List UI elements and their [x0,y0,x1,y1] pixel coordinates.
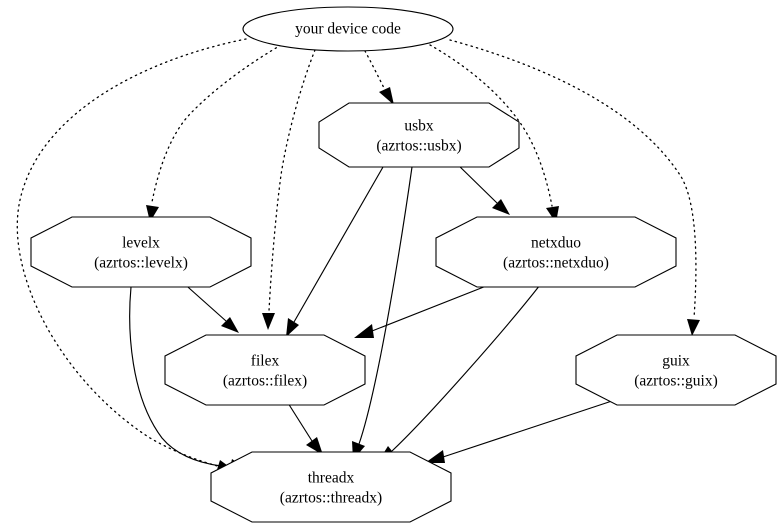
node-device-code-label: your device code [295,21,401,38]
node-threadx-label-line2: (azrtos::threadx) [280,490,382,507]
node-filex-label-line1: filex [251,353,280,370]
node-usbx-label-line2: (azrtos::usbx) [376,138,461,155]
edge-device-usbx[interactable] [364,50,394,105]
node-usbx-shape [318,102,520,168]
node-filex-shape [164,334,366,406]
node-usbx-label-line1: usbx [404,118,434,135]
edge-usbx-threadx[interactable] [352,166,413,460]
edge-usbx-filex[interactable] [286,166,384,337]
node-threadx[interactable]: threadx (azrtos::threadx) [210,451,452,523]
node-threadx-label-line1: threadx [308,470,355,487]
edge-device-levelx[interactable] [146,44,282,222]
edge-device-guix[interactable] [449,39,700,336]
edge-usbx-netxduo[interactable] [453,160,510,215]
node-layer: your device code usbx (azrtos::usbx) lev… [30,6,777,523]
node-filex[interactable]: filex (azrtos::filex) [164,334,366,406]
node-guix-label-line2: (azrtos::guix) [634,373,718,390]
node-netxduo-shape [435,216,677,288]
edge-netxduo-filex[interactable] [354,278,505,338]
node-guix[interactable]: guix (azrtos::guix) [575,334,777,406]
edge-filex-threadx[interactable] [287,402,323,455]
edge-device-filex[interactable] [262,49,316,330]
node-guix-label-line1: guix [662,353,690,370]
node-usbx[interactable]: usbx (azrtos::usbx) [318,102,520,168]
node-device-code[interactable]: your device code [242,6,454,52]
edge-levelx-filex[interactable] [179,279,239,333]
node-levelx-label-line2: (azrtos::levelx) [94,255,188,272]
edge-guix-threadx[interactable] [425,397,622,463]
edge-netxduo-threadx[interactable] [378,284,541,462]
node-threadx-shape [210,451,452,523]
edge-layer [16,38,700,473]
node-device-code-shape [242,6,454,52]
node-levelx[interactable]: levelx (azrtos::levelx) [30,216,252,288]
node-filex-label-line2: (azrtos::filex) [223,373,307,390]
node-netxduo[interactable]: netxduo (azrtos::netxduo) [435,216,677,288]
node-levelx-label-line1: levelx [122,235,160,252]
node-levelx-shape [30,216,252,288]
node-netxduo-label-line2: (azrtos::netxduo) [503,255,609,272]
node-netxduo-label-line1: netxduo [531,235,581,252]
node-guix-shape [575,334,777,406]
